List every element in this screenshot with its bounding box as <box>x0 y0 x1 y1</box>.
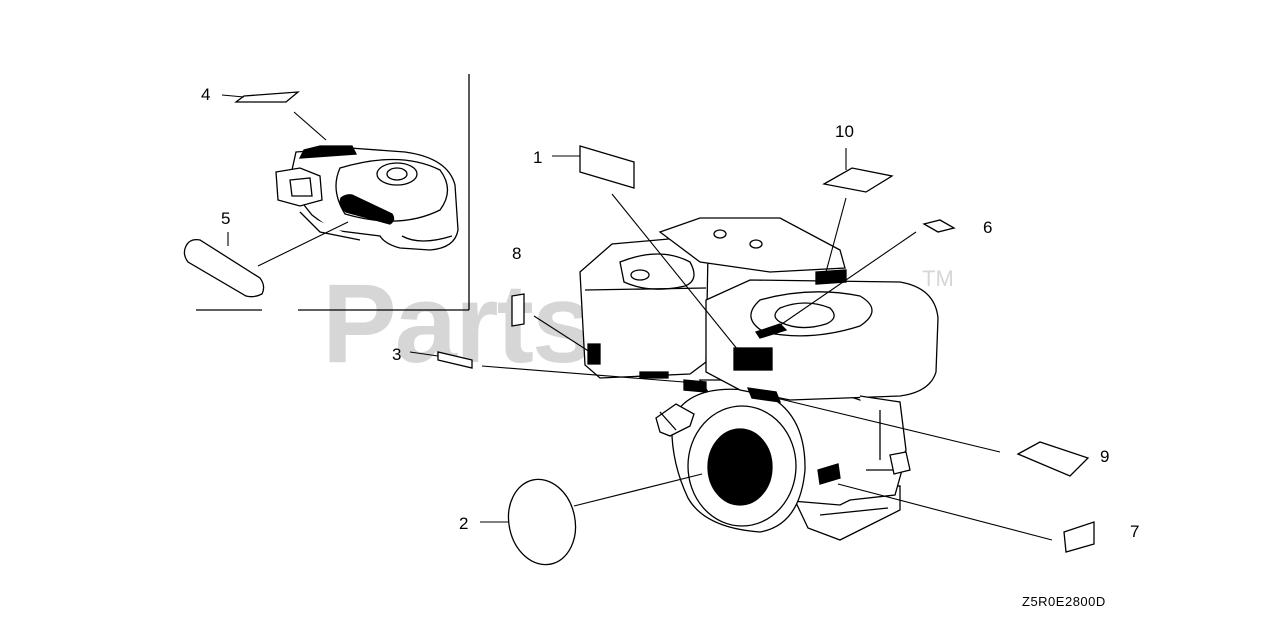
decal-6[interactable] <box>922 219 956 233</box>
callout-9: 9 <box>1100 447 1109 466</box>
decal-shapes <box>183 91 1095 571</box>
decal-10[interactable] <box>822 167 894 193</box>
decal-8[interactable] <box>511 293 525 327</box>
air-cleaner-cover <box>275 145 459 251</box>
decal-3[interactable] <box>437 351 473 369</box>
callout-labels: 1 2 3 4 5 6 7 8 9 10 <box>201 85 1139 541</box>
decal-4[interactable] <box>234 91 300 103</box>
decal-7[interactable] <box>1063 521 1095 553</box>
callout-6: 6 <box>983 218 992 237</box>
callout-7: 7 <box>1130 522 1139 541</box>
leader-lines <box>221 94 1053 541</box>
callout-8: 8 <box>512 244 521 263</box>
engine-illustration <box>579 217 939 541</box>
callout-10: 10 <box>835 122 854 141</box>
decal-2[interactable] <box>501 473 583 571</box>
callout-1: 1 <box>533 148 542 167</box>
watermark-tm: TM <box>922 266 954 291</box>
decal-1[interactable] <box>579 145 635 189</box>
callout-5: 5 <box>221 209 230 228</box>
decal-5[interactable] <box>183 238 265 298</box>
callout-4: 4 <box>201 85 210 104</box>
decal-9[interactable] <box>1016 441 1090 477</box>
inset-frame <box>196 74 470 311</box>
callout-2: 2 <box>459 514 468 533</box>
figure-code: Z5R0E2800D <box>1022 594 1106 609</box>
callout-3: 3 <box>392 345 401 364</box>
